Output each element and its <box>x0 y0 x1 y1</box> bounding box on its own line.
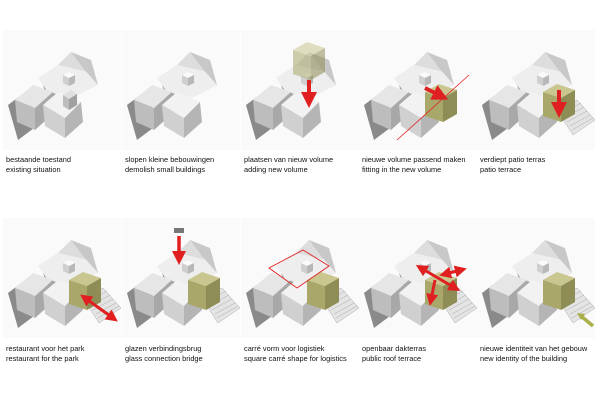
caption-dutch: restaurant voor het park <box>6 344 85 353</box>
caption: restaurant voor het park restaurant for … <box>6 344 84 364</box>
caption-english: restaurant for the park <box>6 354 79 363</box>
entrance-arrow-icon <box>579 314 595 328</box>
bridge-element <box>174 228 184 233</box>
building-diagram <box>477 30 595 150</box>
building-diagram <box>241 30 359 150</box>
square-outline <box>268 249 330 289</box>
caption: plaatsen van nieuw volume adding new vol… <box>244 155 333 175</box>
caption-english: new identity of the building <box>480 354 568 363</box>
caption-dutch: carré vorm voor logistiek <box>244 344 325 353</box>
building-diagram <box>122 218 240 338</box>
caption: carré vorm voor logistiek square carré s… <box>244 344 347 364</box>
caption-english: glass connection bridge <box>125 354 203 363</box>
caption-english: public roof terrace <box>362 354 422 363</box>
building-diagram <box>122 30 240 150</box>
caption-english: existing situation <box>6 165 61 174</box>
caption: glazen verbindingsbrug glass connection … <box>125 344 203 364</box>
building-diagram <box>3 30 121 150</box>
arrow-icon <box>426 279 439 306</box>
caption-english: square carré shape for logistics <box>244 354 347 363</box>
caption-english: fitting in the new volume <box>362 165 442 174</box>
caption: nieuwe identiteit van het gebouw new ide… <box>480 344 587 364</box>
caption: bestaande toestand existing situation <box>6 155 71 175</box>
building-diagram <box>477 218 595 338</box>
caption-dutch: plaatsen van nieuw volume <box>244 155 334 164</box>
caption-dutch: nieuwe identiteit van het gebouw <box>480 344 588 353</box>
caption-english: adding new volume <box>244 165 308 174</box>
building-diagram <box>3 218 121 338</box>
caption-dutch: verdiept patio terras <box>480 155 546 164</box>
caption-dutch: slopen kleine bebouwingen <box>125 155 215 164</box>
building-diagram <box>359 218 477 338</box>
caption-dutch: bestaande toestand <box>6 155 71 164</box>
alignment-line <box>396 74 470 141</box>
caption: nieuwe volume passend maken fitting in t… <box>362 155 466 175</box>
caption-dutch: openbaar dakterras <box>362 344 427 353</box>
building-diagram <box>241 218 359 338</box>
caption-dutch: glazen verbindingsbrug <box>125 344 202 353</box>
new-volume <box>293 42 325 80</box>
caption: slopen kleine bebouwingen demolish small… <box>125 155 214 175</box>
caption-dutch: nieuwe volume passend maken <box>362 155 466 164</box>
caption-english: demolish small buildings <box>125 165 206 174</box>
building-diagram <box>359 30 477 150</box>
caption: verdiept patio terras patio terrace <box>480 155 545 175</box>
arrow-icon <box>424 85 449 100</box>
arrow-icon <box>415 264 461 292</box>
arrow-icon <box>80 294 118 322</box>
caption-english: patio terrace <box>480 165 522 174</box>
caption: openbaar dakterras public roof terrace <box>362 344 426 364</box>
